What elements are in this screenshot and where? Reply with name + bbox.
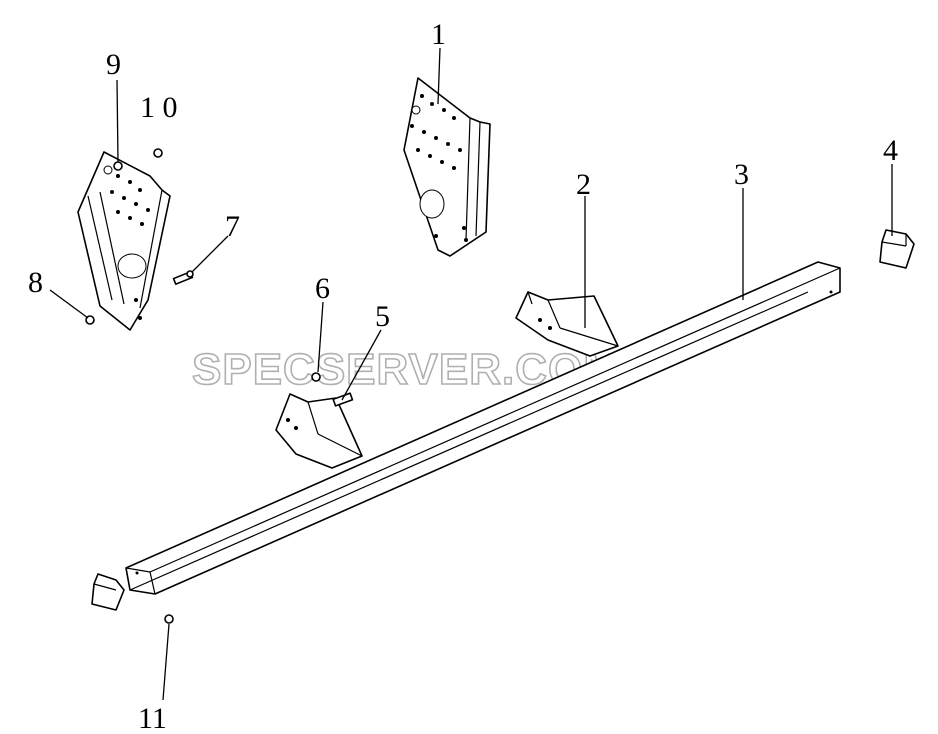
part-11-bolt <box>164 614 174 624</box>
leader-lines <box>49 47 893 701</box>
part-10-nut <box>153 148 163 158</box>
part-1-support-plate-left <box>77 151 171 331</box>
callout-2: 2 <box>576 168 591 201</box>
callout-6: 6 <box>315 272 330 305</box>
callout-5: 5 <box>375 300 390 333</box>
part-1-holes <box>410 94 468 242</box>
part-4-end-cap-left <box>91 573 125 611</box>
part-4-end-cap-right <box>879 229 915 269</box>
watermark: SPECSERVER.COM <box>192 345 621 394</box>
part-6-nut <box>311 372 321 382</box>
callout-labels: 1 2 3 4 5 6 7 8 9 1 0 11 <box>28 18 898 734</box>
part-2-bracket-right <box>515 291 619 357</box>
callout-3: 3 <box>734 158 749 191</box>
callout-1: 1 <box>431 18 446 51</box>
callout-10: 1 0 <box>140 91 178 124</box>
part-2-bracket-left <box>275 393 363 469</box>
callout-8: 8 <box>28 266 43 299</box>
callout-7: 7 <box>225 210 240 243</box>
callout-9: 9 <box>106 48 121 81</box>
callout-4: 4 <box>883 134 898 167</box>
callout-11: 11 <box>138 702 167 734</box>
part-9-washer <box>113 161 123 171</box>
part-1-left-holes <box>110 174 150 320</box>
part-1-support-plate <box>403 77 491 257</box>
part-7-bolt <box>172 270 194 285</box>
part-3-crossmember-tube <box>125 261 841 595</box>
